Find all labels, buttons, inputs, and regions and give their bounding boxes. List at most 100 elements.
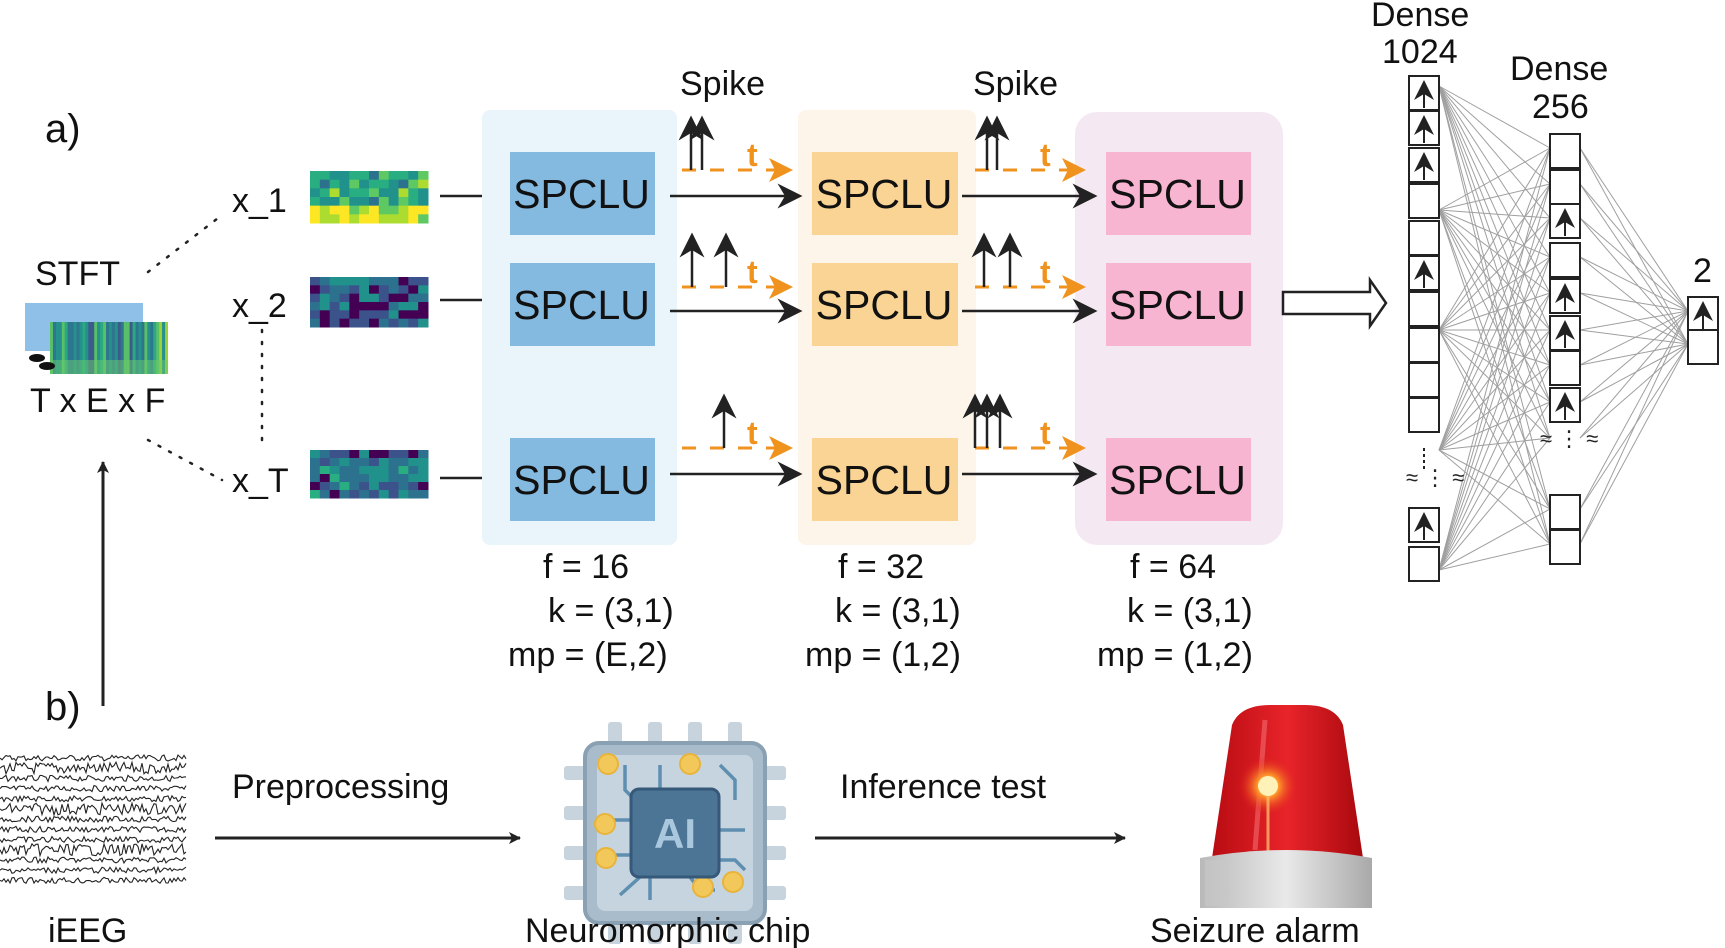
layer1-params: f = 16 k = (3,1) mp = (E,2) (508, 548, 674, 674)
chip-trace (718, 763, 737, 800)
time-label: t (747, 415, 758, 451)
spike-trains: t t t t t t (678, 115, 1086, 460)
layer2-params: f = 32 k = (3,1) mp = (1,2) (805, 548, 961, 674)
layer3-maxpool: mp = (1,2) (1097, 636, 1253, 674)
spike-train-l1-r2: t (679, 232, 793, 299)
dense2-layer: ≈ ⋮ ≈ (1540, 133, 1598, 565)
spclu-label: SPCLU (513, 457, 650, 503)
layer1-kernel: k = (3,1) (548, 592, 674, 630)
dense2-neuron (1549, 529, 1581, 565)
chip-ai-text: AI (654, 810, 696, 857)
spclu-block-l3-r1: SPCLU (1106, 152, 1251, 235)
spike-train-l2-r2: t (971, 232, 1086, 299)
spclu-block-l2-r1: SPCLU (812, 152, 958, 235)
spike-train-l1-r1: t (678, 115, 793, 182)
dense2-neuron (1549, 133, 1581, 169)
preprocessing-label: Preprocessing (232, 768, 449, 806)
ieeg-channel (0, 855, 187, 865)
spclu-block-l2-r3: SPCLU (812, 438, 958, 521)
time-label: t (747, 254, 758, 290)
ieeg-channel (0, 784, 187, 793)
dense1-neuron (1408, 220, 1440, 256)
output-layer (1687, 296, 1719, 365)
dense2-neuron (1549, 169, 1581, 205)
ieeg-channel (0, 760, 187, 776)
flatten-arrow (1281, 276, 1388, 330)
dense2-label: Dense (1510, 50, 1608, 88)
output-size: 2 (1693, 252, 1712, 290)
spclu-label: SPCLU (816, 171, 953, 217)
layer1-maxpool: mp = (E,2) (508, 636, 668, 674)
chip-trace (719, 858, 747, 872)
spike-label-1: Spike (680, 65, 765, 103)
spectrogram-1 (310, 171, 429, 224)
ieeg-channel (0, 825, 187, 834)
chip-pad (595, 847, 617, 869)
input-label-x1: x_1 (232, 182, 287, 220)
dense1-neuron (1408, 362, 1440, 398)
dense2-neuron (1549, 242, 1581, 278)
chip-pad (597, 753, 619, 775)
output-neuron (1687, 329, 1719, 365)
ieeg-channel (0, 842, 187, 858)
spclu-label: SPCLU (1109, 457, 1246, 503)
stft-fan-lines (146, 213, 264, 482)
dense1-neuron (1408, 327, 1440, 363)
layer3-filters: f = 64 (1130, 548, 1216, 586)
ieeg-label: iEEG (48, 912, 127, 948)
dense-network: ≈ ⋮ ≈ ≈ ⋮ ≈ (1406, 75, 1719, 582)
ieeg-channel (0, 794, 187, 804)
chip-pad (722, 871, 744, 893)
inference-label: Inference test (840, 768, 1047, 806)
chip-pad (679, 753, 701, 775)
spclu-label: SPCLU (513, 171, 650, 217)
inter-layer-arrows (670, 183, 1098, 487)
spclu-label: SPCLU (513, 282, 650, 328)
dense2-neuron (1549, 350, 1581, 386)
ieeg-channel (0, 835, 187, 844)
dense2-size: 256 (1532, 88, 1589, 126)
panel-b-label: b) (45, 685, 81, 729)
stft-label: STFT (35, 255, 120, 293)
dense1-neuron (1408, 546, 1440, 582)
spclu-blocks: SPCLU SPCLU SPCLU SPCLU SPCLU SPCLU SPCLU SPCLU… (510, 152, 1251, 521)
spike-label-2: Spike (973, 65, 1058, 103)
tensor-shape-label: T x E x F (30, 382, 165, 420)
chip-label: Neuromorphic chip (525, 912, 810, 948)
ieeg-channel (0, 865, 187, 875)
layer3-params: f = 64 k = (3,1) mp = (1,2) (1097, 548, 1253, 674)
time-label: t (1040, 137, 1051, 173)
dense1-label: Dense (1371, 0, 1469, 34)
dense1-neuron (1408, 183, 1440, 219)
dense1-size: 1024 (1382, 33, 1458, 71)
input-label-xT: x_T (232, 462, 289, 500)
spclu-block-l1-r1: SPCLU (510, 152, 655, 235)
chip-trace (618, 875, 642, 897)
spike-train-l2-r1: t (974, 115, 1086, 182)
spclu-block-l2-r2: SPCLU (812, 263, 958, 346)
dense-connections (1438, 85, 1689, 571)
ieeg-channel (0, 814, 187, 824)
layer2-maxpool: mp = (1,2) (805, 636, 961, 674)
spclu-block-l1-r2: SPCLU (510, 263, 655, 346)
spectrogram-3 (310, 450, 429, 499)
chip-pad (594, 813, 616, 835)
spclu-label: SPCLU (1109, 282, 1246, 328)
spectrogram-2 (310, 277, 429, 328)
dense1-neuron (1408, 291, 1440, 327)
ieeg-channel (0, 753, 187, 762)
chip-pad (692, 876, 714, 898)
time-label: t (1040, 254, 1051, 290)
ieeg-signal (0, 753, 187, 885)
spike-train-l1-r3: t (682, 393, 793, 460)
spclu-label: SPCLU (816, 457, 953, 503)
time-label: t (1040, 415, 1051, 451)
ieeg-channel (0, 876, 187, 885)
input-label-x2: x_2 (232, 287, 287, 325)
spike-train-l2-r3: t (962, 393, 1086, 460)
layer3-kernel: k = (3,1) (1127, 592, 1253, 630)
layer2-filters: f = 32 (838, 548, 924, 586)
dense1-ellipsis: ≈ ⋮ ≈ (1406, 465, 1464, 490)
